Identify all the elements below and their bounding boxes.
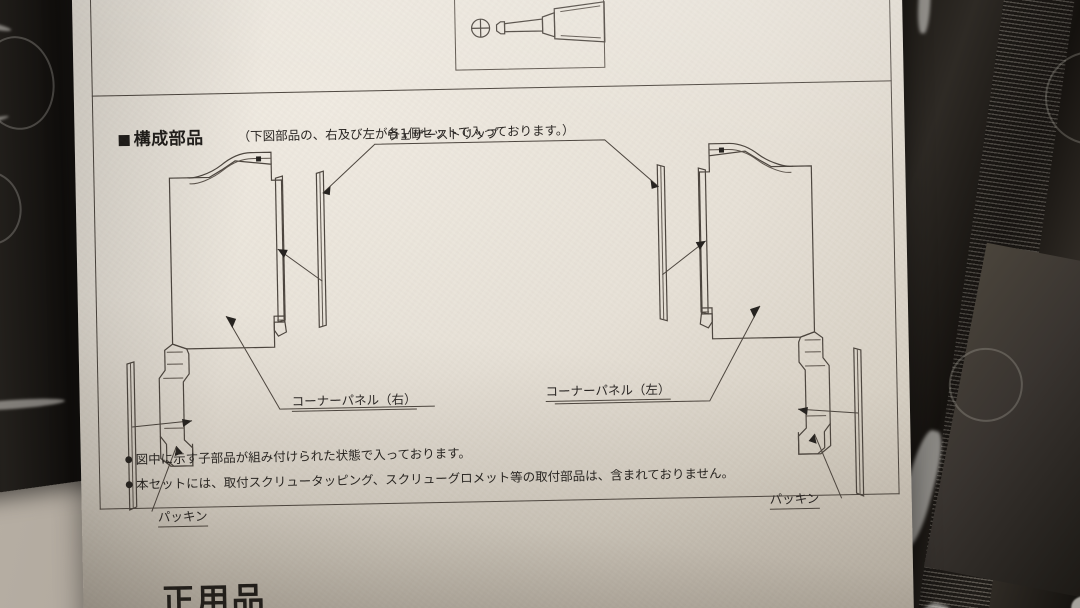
plastic-gloss-highlight — [916, 0, 933, 34]
phillips-screw-head-icon — [471, 19, 489, 37]
plastic-wrinkle-ring — [0, 31, 61, 135]
phillips-screwdriver-icon — [496, 2, 605, 44]
packing-strip-left-drawing — [127, 362, 137, 510]
label-packing-left: パッキン — [157, 505, 208, 528]
corner-panel-left-leader — [553, 306, 762, 404]
note-bullet: ● — [124, 454, 133, 466]
corner-panel-right-leader — [226, 312, 435, 410]
note-text: 本セットには、取付スクリュータッピング、スクリューグロメット等の取付部品は、含ま… — [135, 465, 735, 493]
plastic-wrinkle-ring — [0, 166, 27, 250]
label-corner-panel-left: コーナーパネル（左） — [545, 378, 671, 403]
tool-illustration — [71, 0, 914, 608]
packing-left-leaders — [132, 418, 194, 512]
corner-panel-left-drawing — [697, 142, 831, 456]
label-weatherstrip: ウェザーストリップ — [386, 125, 499, 144]
note-bullet: ● — [125, 480, 134, 491]
plastic-gloss-highlight — [0, 14, 12, 34]
label-packing-right: パッキン — [769, 487, 820, 510]
weatherstrip-right-drawing — [657, 165, 667, 321]
note-item: ●本セットには、取付スクリュータッピング、スクリューグロメット等の取付部品は、含… — [125, 465, 734, 495]
packing-right-leaders — [798, 406, 860, 499]
weatherstrip-leaders — [322, 139, 659, 196]
corner-panel-right-drawing — [155, 152, 289, 466]
plastic-gloss-highlight — [0, 396, 66, 413]
packing-strip-right-drawing — [854, 348, 864, 496]
footer-brand-text: 正用品 — [161, 579, 267, 608]
document-content: 構成部品 （下図部品の、右及び左が各1個セットで入っております。） — [71, 0, 914, 608]
instruction-sheet: 構成部品 （下図部品の、右及び左が各1個セットで入っております。） — [71, 0, 915, 608]
weatherstrip-left-drawing — [316, 171, 326, 327]
weatherstrip-assembled-arrows — [278, 241, 707, 282]
label-corner-panel-right: コーナーパネル（右） — [291, 388, 417, 412]
parts-exploded-diagram — [71, 0, 914, 608]
bag-spot — [1069, 594, 1080, 608]
